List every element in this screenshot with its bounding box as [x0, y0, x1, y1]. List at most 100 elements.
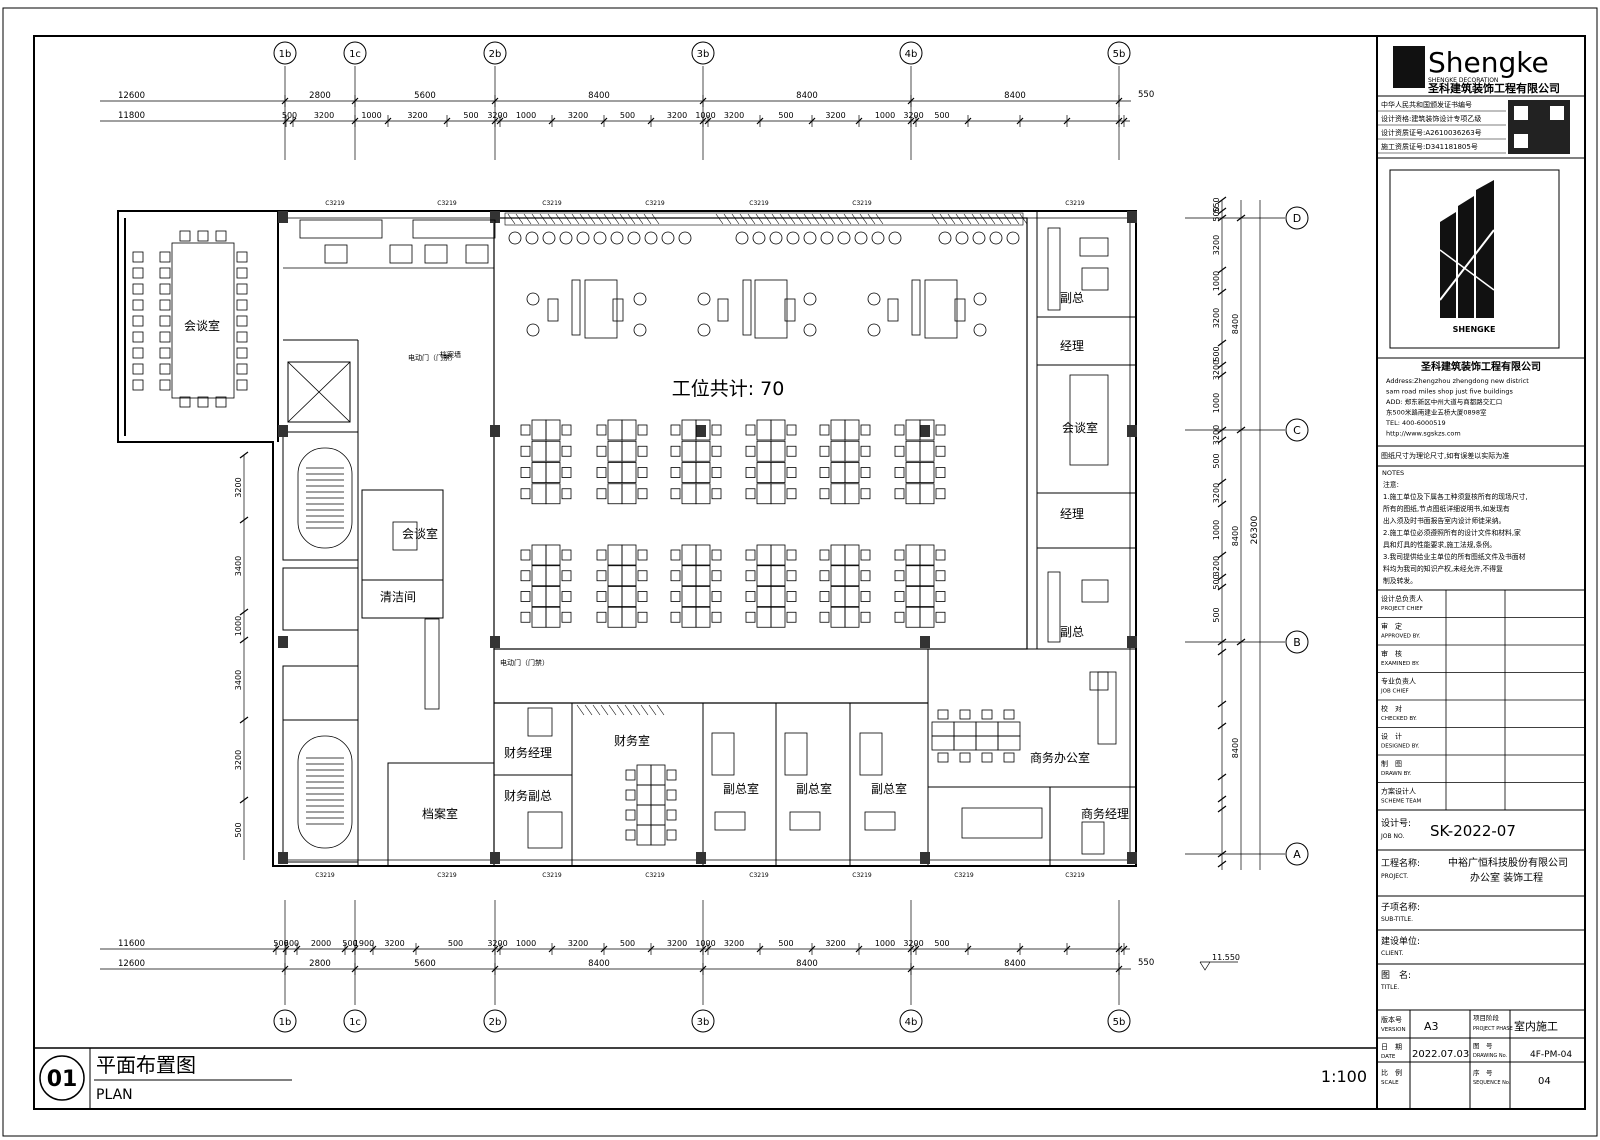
seq: 04 — [1538, 1076, 1551, 1087]
plan-drawing: 2800560084008400840012600550500320010003… — [100, 41, 1309, 1033]
meeting-chair — [159, 267, 171, 279]
stair-treads — [306, 467, 344, 825]
workstation-chair — [1003, 752, 1015, 763]
axis-bubble-label: C — [1293, 424, 1301, 437]
axis-bubble-label: 3b — [697, 1017, 710, 1028]
workstation-chair — [637, 570, 648, 582]
meeting-chair — [132, 299, 144, 311]
workstation-chair — [711, 591, 722, 602]
workstation-desk — [844, 483, 860, 505]
brand-name: Shengke — [1428, 46, 1549, 79]
workstation-chair — [637, 611, 648, 623]
outer-wall — [117, 210, 1137, 867]
dimension-total: 12600 — [118, 91, 145, 101]
sofa — [584, 279, 618, 339]
note-row: 1.施工单位及下属各工种须复核所有的现场尺寸, — [1383, 492, 1528, 501]
elevation-mark: 11.550 — [1212, 953, 1240, 962]
dimension-value: 2800 — [309, 91, 331, 101]
workstation-chair — [670, 424, 681, 436]
room-label: 会谈室 — [184, 318, 220, 333]
meeting-chair — [132, 283, 144, 295]
workstation-desk — [695, 606, 711, 628]
meeting-chair — [215, 230, 227, 242]
workstation-chair — [937, 709, 949, 720]
dimension-value: 3200 — [903, 111, 923, 120]
workstation-chair — [894, 445, 905, 457]
meeting-chair — [159, 363, 171, 375]
title-block: Shengke SHENGKE DECORATION 圣科建筑装饰工程有限公司 … — [1377, 46, 1585, 1109]
address-row: http://www.sgskzs.com — [1386, 430, 1461, 438]
desk — [1081, 579, 1109, 603]
meeting-chair — [159, 299, 171, 311]
workstation-chair — [860, 570, 871, 582]
window-tag: C3219 — [315, 872, 335, 879]
workstation-chair — [745, 424, 756, 436]
workstation-chair — [745, 611, 756, 623]
dimension-value: 500 — [1212, 453, 1221, 468]
workstation-desk — [919, 483, 935, 505]
workstation-desk — [975, 735, 999, 751]
workstation-chair — [786, 549, 797, 561]
dimension-value: 3200 — [487, 939, 507, 948]
workstation-chair — [711, 549, 722, 561]
round-stool — [559, 231, 573, 245]
drawing-number-circle — [39, 1055, 85, 1101]
desk — [1079, 237, 1109, 257]
side-table — [612, 298, 624, 322]
workstation-chair — [670, 549, 681, 561]
side-table — [717, 298, 729, 322]
dimension-value: 2000 — [311, 939, 331, 948]
workstation-desk — [681, 606, 697, 628]
room-labels: 会谈室 会谈室 清洁间 档案室 财务经理 财务室 财务副总 副总室 副总室 副总… — [184, 291, 1129, 821]
workstation-chair — [596, 549, 607, 561]
round-stool — [837, 231, 851, 245]
dimension-end: 550 — [1138, 90, 1154, 100]
column — [920, 425, 930, 437]
dimension-value: 500 — [934, 939, 949, 948]
outer-border — [2, 7, 1598, 1137]
meeting-chair — [197, 230, 209, 242]
drawing-title-en: PLAN — [96, 1087, 133, 1103]
workstation-chair — [786, 570, 797, 582]
workstation-desk — [830, 419, 846, 441]
shengke-logo-icon — [1439, 180, 1495, 318]
window-tag: C3219 — [852, 872, 872, 879]
drawing-en: DRAWING No. — [1473, 1053, 1508, 1059]
toilet-bottom — [282, 665, 359, 721]
meeting-chair — [179, 230, 191, 242]
workstation-chair — [786, 467, 797, 478]
dimension-value: 500 — [1212, 206, 1221, 221]
workstation-desk — [844, 440, 860, 462]
room-label: 财务经理 — [504, 745, 552, 760]
role-label-en: DRAWN BY. — [1381, 771, 1411, 777]
left-meeting-furniture — [132, 230, 248, 408]
stair-curve-bottom — [297, 735, 353, 849]
round-stool — [1006, 231, 1020, 245]
meeting-chair — [159, 315, 171, 327]
company-name: 圣科建筑装饰工程有限公司 — [1427, 81, 1560, 95]
workstation-desk — [695, 440, 711, 462]
workstation-chair — [596, 467, 607, 478]
dimension-value: 3200 — [314, 111, 334, 120]
workstation-desk — [770, 565, 786, 587]
phase-label: 项目阶段 — [1473, 1013, 1500, 1022]
workstation-chair — [860, 549, 871, 561]
seq-en: SEQUENCE No. — [1473, 1080, 1511, 1086]
meeting-chair — [132, 363, 144, 375]
door-label: 档案墙 — [440, 350, 461, 359]
meeting-chair — [197, 396, 209, 408]
workstation-chair — [666, 789, 677, 801]
workstation-chair — [666, 809, 677, 821]
phase-en: PROJECT PHASE — [1473, 1026, 1513, 1032]
locker — [424, 618, 440, 710]
version: A3 — [1424, 1020, 1439, 1033]
cabinet — [859, 732, 883, 776]
round-stool — [871, 231, 885, 245]
workstation-desk — [681, 440, 697, 462]
workstation-desk — [770, 544, 786, 566]
subtitle-en: SUB-TITLE. — [1381, 916, 1413, 923]
dimension-value: 500 — [1212, 574, 1221, 589]
column — [490, 211, 500, 223]
workstation-chair — [786, 591, 797, 602]
